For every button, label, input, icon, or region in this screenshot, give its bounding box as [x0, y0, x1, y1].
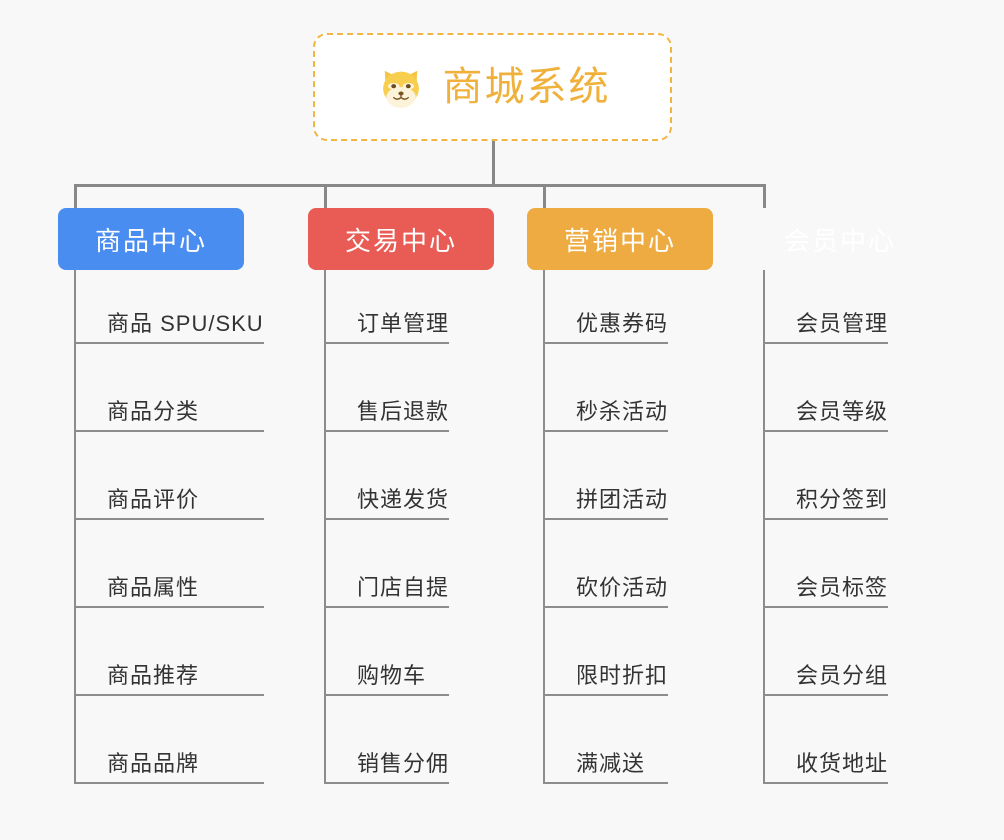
leaf-list-2: 订单管理 售后退款 快递发货 门店自提 购物车 销售分佣: [324, 270, 450, 784]
list-item[interactable]: 会员等级: [763, 344, 889, 432]
leaf-list-1: 商品 SPU/SKU 商品分类 商品评价 商品属性 商品推荐 商品品牌: [74, 270, 264, 784]
category-header-3[interactable]: 营销中心: [527, 208, 713, 270]
list-item[interactable]: 门店自提: [324, 520, 450, 608]
category-header-1-label: 商品中心: [94, 225, 207, 256]
list-item[interactable]: 积分签到: [763, 432, 889, 520]
leaf-list-3: 优惠券码 秒杀活动 拼团活动 砍价活动 限时折扣 满减送: [543, 270, 669, 784]
list-item[interactable]: 会员分组: [763, 608, 889, 696]
list-item[interactable]: 商品 SPU/SKU: [74, 270, 264, 344]
list-item[interactable]: 快递发货: [324, 432, 450, 520]
list-item[interactable]: 售后退款: [324, 344, 450, 432]
list-item[interactable]: 商品属性: [74, 520, 264, 608]
list-item[interactable]: 拼团活动: [543, 432, 669, 520]
list-item[interactable]: 限时折扣: [543, 608, 669, 696]
connector-drop-3: [543, 184, 546, 208]
list-item[interactable]: 购物车: [324, 608, 450, 696]
connector-horizontal-bus: [74, 184, 765, 187]
category-header-4[interactable]: 会员中心: [747, 208, 933, 270]
root-title: 商城系统: [442, 65, 611, 109]
list-item[interactable]: 满减送: [543, 696, 669, 784]
category-header-1[interactable]: 商品中心: [58, 208, 244, 270]
branch-spine-2: [324, 270, 326, 784]
list-item[interactable]: 订单管理: [324, 270, 450, 344]
list-item[interactable]: 秒杀活动: [543, 344, 669, 432]
list-item[interactable]: 会员标签: [763, 520, 889, 608]
list-item[interactable]: 商品分类: [74, 344, 264, 432]
list-item[interactable]: 收货地址: [763, 696, 889, 784]
connector-drop-4: [763, 184, 766, 208]
leaf-list-4: 会员管理 会员等级 积分签到 会员标签 会员分组 收货地址: [763, 270, 889, 784]
category-header-4-label: 会员中心: [783, 225, 896, 256]
list-item[interactable]: 商品推荐: [74, 608, 264, 696]
shiba-dog-face-icon: [375, 61, 427, 113]
list-item[interactable]: 销售分佣: [324, 696, 450, 784]
root-node[interactable]: 商城系统: [313, 33, 672, 141]
branch-spine-3: [543, 270, 545, 784]
list-item[interactable]: 会员管理: [763, 270, 889, 344]
category-header-3-label: 营销中心: [563, 225, 676, 256]
branch-spine-1: [74, 270, 76, 784]
category-header-2-label: 交易中心: [344, 225, 457, 256]
list-item[interactable]: 砍价活动: [543, 520, 669, 608]
branch-spine-4: [763, 270, 765, 784]
connector-root-stem: [492, 141, 495, 186]
list-item[interactable]: 商品品牌: [74, 696, 264, 784]
connector-drop-2: [324, 184, 327, 208]
connector-drop-1: [74, 184, 77, 208]
list-item[interactable]: 商品评价: [74, 432, 264, 520]
category-header-2[interactable]: 交易中心: [308, 208, 494, 270]
list-item[interactable]: 优惠券码: [543, 270, 669, 344]
